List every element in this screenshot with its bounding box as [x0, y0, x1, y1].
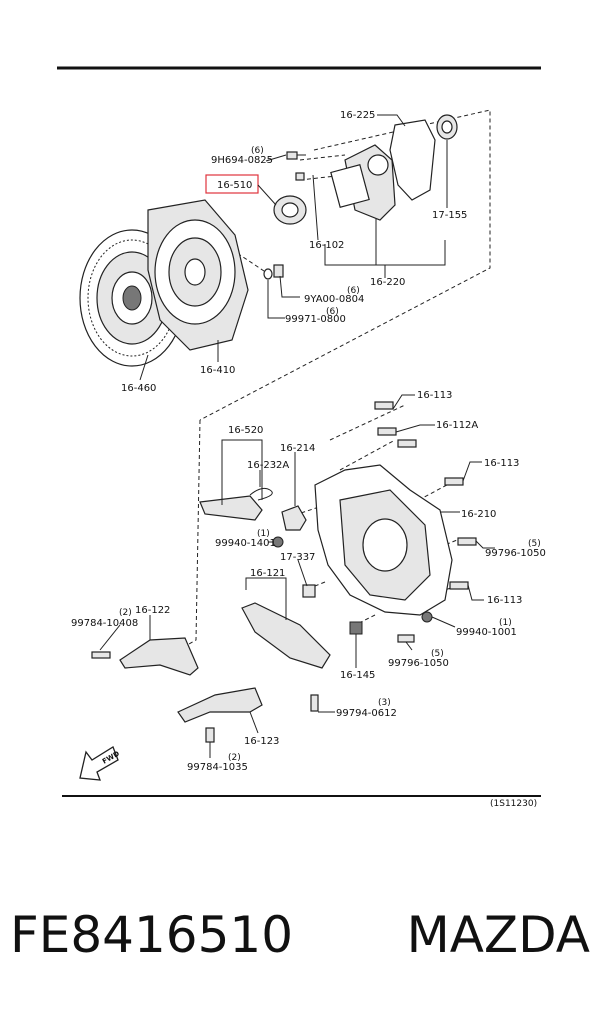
release-fork-drawing [199, 495, 263, 521]
label-16-122: 16-122 [135, 605, 170, 616]
housing-bolt-7-drawing [397, 634, 415, 643]
clutch-housing-drawing [314, 464, 453, 616]
gasket-drawing [389, 119, 436, 201]
label-99796a-qty: (5) [528, 539, 541, 549]
label-9ya00-0804: 9YA00-0804 [304, 294, 364, 305]
caption: FE8416510 MAZDA [10, 900, 590, 970]
label-16-214: 16-214 [280, 443, 315, 454]
dashed-guide-6 [294, 504, 326, 516]
nut-99940b-drawing [421, 611, 433, 623]
dashed-guide-9 [299, 154, 346, 161]
dashed-group-upper [199, 109, 491, 421]
label-16-123: 16-123 [244, 736, 279, 747]
dashed-guide-2 [339, 439, 396, 471]
brand-name: MAZDA [406, 906, 590, 964]
label-16-113-a: 16-113 [417, 390, 452, 401]
label-16-210: 16-210 [461, 509, 496, 520]
label-99971-qty: (6) [326, 307, 339, 317]
part-labels: 16-225 (6) 9H694-0825 16-510 17-155 16-1… [71, 110, 546, 809]
label-17-337: 17-337 [280, 552, 315, 563]
oil-seal-drawing [436, 114, 458, 140]
label-99784-10408: 99784-10408 [71, 618, 138, 629]
bolt-99784a-drawing [91, 651, 111, 659]
label-99794-qty: (3) [378, 698, 391, 708]
release-guide-drawing [330, 144, 396, 221]
housing-bolt-4-drawing [444, 477, 464, 486]
label-99796-1050-a: 99796-1050 [485, 548, 546, 559]
label-16-225: 16-225 [340, 110, 375, 121]
label-9ya00-qty: (6) [347, 286, 360, 296]
ref-code: (1S11230) [490, 799, 537, 809]
dashed-group-lower [169, 419, 201, 656]
label-99796-1050-b: 99796-1050 [388, 658, 449, 669]
dashed-guide-11 [239, 254, 271, 276]
label-17-155: 17-155 [432, 210, 467, 221]
label-16-460: 16-460 [121, 383, 156, 394]
label-16-121: 16-121 [250, 568, 285, 579]
bolt-small-drawing [295, 172, 305, 181]
label-16-112a: 16-112A [436, 420, 478, 431]
bolt-99794-drawing [310, 694, 319, 712]
bolt-9ya00-drawing [263, 264, 284, 280]
label-16-113-c: 16-113 [487, 595, 522, 606]
plug-17337-drawing [302, 584, 316, 598]
leader-lines [99, 114, 495, 758]
label-16-520: 16-520 [228, 425, 263, 436]
housing-bolt-1-drawing [374, 401, 394, 410]
part-number: FE8416510 [10, 906, 294, 964]
label-99794-0612: 99794-0612 [336, 708, 397, 719]
release-fork-boot-drawing [281, 505, 307, 531]
exploded-parts-diagram: FWD [57, 66, 546, 809]
label-99796b-qty: (5) [431, 649, 444, 659]
housing-bolt-6-drawing [449, 581, 469, 590]
label-99784a-qty: (2) [119, 608, 132, 618]
housing-bolt-2-drawing [377, 427, 397, 436]
housing-bolt-3-drawing [397, 439, 417, 448]
bracket-16123-drawing [177, 687, 263, 723]
release-bearing-drawing [273, 195, 307, 225]
label-99784-1035: 99784-1035 [187, 762, 248, 773]
dashed-guide-7 [309, 581, 326, 589]
label-16-102: 16-102 [309, 240, 344, 251]
fwd-arrow-icon: FWD [79, 746, 121, 781]
label-16-410: 16-410 [200, 365, 235, 376]
label-16-510: 16-510 [217, 180, 252, 191]
label-99940b-qty: (1) [499, 618, 512, 628]
label-99784b-qty: (2) [228, 753, 241, 763]
label-16-145: 16-145 [340, 670, 375, 681]
label-99940-1401: 99940-1401 [215, 538, 276, 549]
dashed-guide-8 [354, 614, 376, 626]
retaining-spring-drawing [249, 487, 273, 501]
bolt-99784b-drawing [205, 727, 215, 743]
label-9h694-0825: 9H694-0825 [211, 155, 273, 166]
bracket-16121-drawing [241, 602, 331, 669]
pressure-plate-drawing [147, 199, 249, 351]
label-16-113-b: 16-113 [484, 458, 519, 469]
label-99940-1001: 99940-1001 [456, 627, 517, 638]
label-16-232a: 16-232A [247, 460, 289, 471]
bracket-16122-drawing [119, 637, 199, 676]
label-99940a-qty: (1) [257, 529, 270, 539]
stopper-drawing [349, 621, 363, 635]
label-9h694-qty: (6) [251, 146, 264, 156]
bolt-9h694-drawing [286, 151, 306, 160]
highlighted-part-box [205, 174, 259, 194]
label-99971-0800: 99971-0800 [285, 314, 346, 325]
housing-bolt-5-drawing [457, 537, 477, 546]
label-16-220: 16-220 [370, 277, 405, 288]
